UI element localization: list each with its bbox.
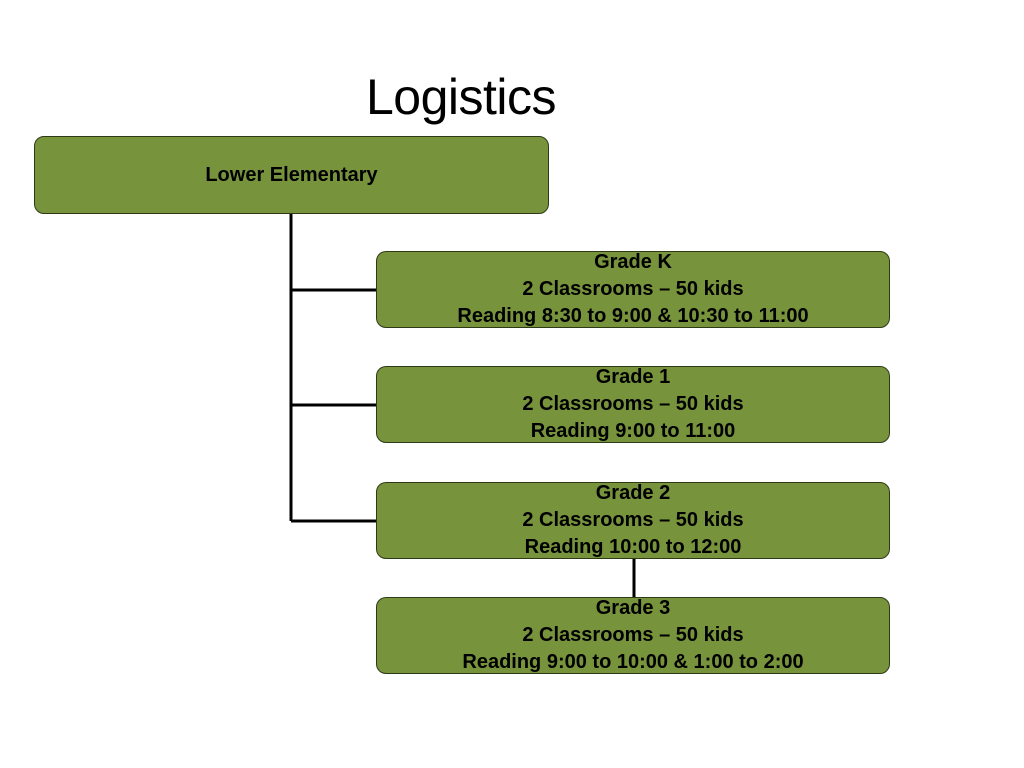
grade-3-box: Grade 3 2 Classrooms – 50 kids Reading 9… — [376, 597, 890, 674]
grade-label: Grade 1 — [595, 366, 671, 388]
reading-schedule-text: Reading 9:00 to 10:00 & 1:00 to 2:00 — [462, 651, 804, 673]
reading-schedule-text: Reading 10:00 to 12:00 — [524, 536, 742, 558]
classrooms-text: 2 Classrooms – 50 kids — [522, 624, 744, 646]
grade-label: Grade K — [594, 251, 672, 273]
grade-1-box: Grade 1 2 Classrooms – 50 kids Reading 9… — [376, 366, 890, 443]
grade-label: Grade 2 — [595, 482, 671, 504]
classrooms-text: 2 Classrooms – 50 kids — [522, 278, 744, 300]
grade-label: Grade 3 — [595, 597, 671, 619]
lower-elementary-box: Lower Elementary — [34, 136, 549, 214]
classrooms-text: 2 Classrooms – 50 kids — [522, 509, 744, 531]
reading-schedule-text: Reading 8:30 to 9:00 & 10:30 to 11:00 — [457, 305, 809, 327]
grade-2-box: Grade 2 2 Classrooms – 50 kids Reading 1… — [376, 482, 890, 559]
root-label: Lower Elementary — [205, 164, 378, 186]
classrooms-text: 2 Classrooms – 50 kids — [522, 393, 744, 415]
slide-title: Logistics — [365, 69, 557, 125]
grade-k-box: Grade K 2 Classrooms – 50 kids Reading 8… — [376, 251, 890, 328]
reading-schedule-text: Reading 9:00 to 11:00 — [530, 420, 736, 442]
